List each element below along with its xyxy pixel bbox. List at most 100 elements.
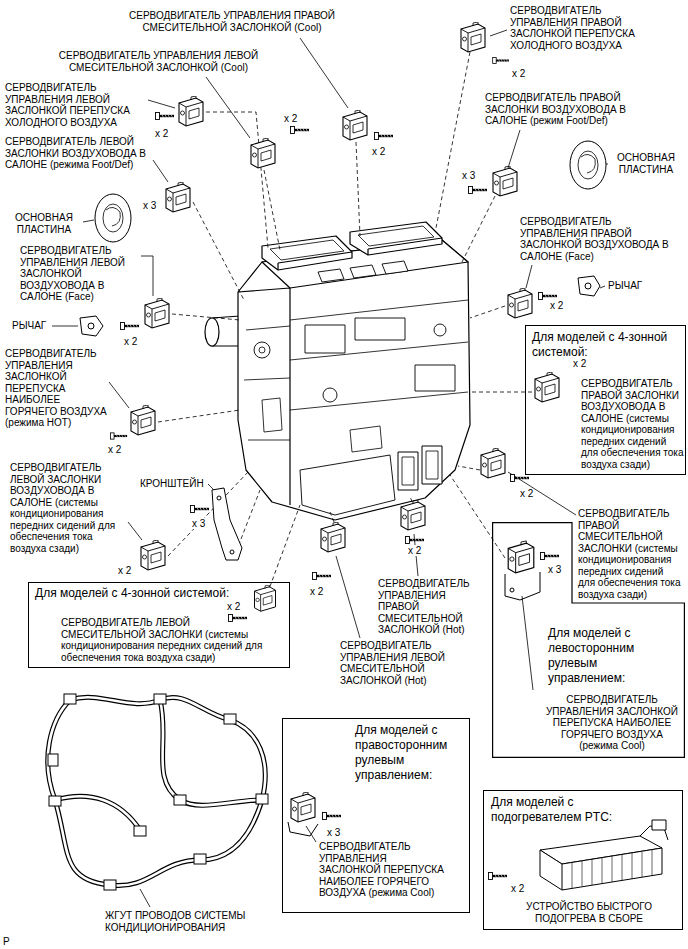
dashed-leaders-part — [410, 496, 412, 502]
screws — [110, 57, 559, 879]
part-name-block: СЕРВОДВИГАТЕЛЬ ЛЕВОЙ ЗАСЛОНКИ ВОЗДУХОВОД… — [5, 136, 150, 171]
brackets-and-plates-part — [80, 316, 103, 336]
servo-motors-part — [251, 138, 275, 168]
leader-lines-part — [153, 160, 168, 182]
quantity-label: x 3 — [548, 564, 561, 575]
servo-motors-part — [481, 448, 505, 478]
screws-part — [291, 127, 310, 134]
brackets-and-plates-part — [88, 323, 94, 329]
hvac-unit-part — [358, 226, 434, 246]
quantity-label: x 2 — [550, 300, 563, 311]
part-name-block: СЕРВОДВИГАТЕЛЬ УПРАВЛЕНИЯ ПРАВОЙ СМЕСИТЕ… — [112, 10, 352, 33]
variant-heading: Для моделей с подогревателем PTC: — [491, 795, 612, 824]
harness-connectors-part — [104, 880, 116, 890]
harness-connectors-part — [154, 694, 166, 704]
harness-connectors-part — [134, 826, 146, 836]
servo-motors-part — [461, 22, 485, 52]
quantity-label-block: x 2 — [408, 545, 432, 557]
servo-motors-part — [493, 166, 517, 196]
hvac-unit-part — [259, 347, 265, 353]
quantity-label: x 3 — [327, 827, 340, 838]
brackets-and-plates-part — [585, 283, 591, 289]
part-name-block: СЕРВОДВИГАТЕЛЬ УПРАВЛЕНИЯ ЗАСЛОНКОЙ ПЕРЕ… — [5, 348, 107, 429]
part-name-block: СЕРВОДВИГАТЕЛЬ УПРАВЛЕНИЯ ПРАВОЙ СМЕСИТЕ… — [378, 578, 478, 636]
part-name-block: СЕРВОДВИГАТЕЛЬ ЛЕВОЙ ЗАСЛОНКИ ВОЗДУХОВОД… — [10, 462, 125, 554]
ptc-heater-part — [562, 864, 563, 890]
brackets-and-plates-part — [230, 550, 234, 554]
screws-part — [323, 813, 342, 820]
variant-box: Для моделей с правосторонним рулевым упр… — [282, 718, 470, 913]
harness-connectors-part — [224, 714, 236, 724]
variant-heading: Для моделей с левосторонним рулевым упра… — [548, 626, 634, 685]
part-name-block: СЕРВОДВИГАТЕЛЬ УПРАВЛЕНИЯ ЗАСЛОНКОЙ ПЕРЕ… — [319, 841, 451, 899]
harness-connectors-part — [64, 694, 76, 704]
servo-motors-part — [131, 405, 155, 435]
hvac-unit-part — [355, 318, 405, 340]
figure-code-block: P — [3, 936, 17, 948]
harness-connectors-part — [174, 795, 186, 805]
hvac-unit-part — [278, 252, 352, 270]
hvac-unit-part — [300, 455, 395, 515]
screws-part — [541, 553, 560, 560]
quantity-label-block: x 2 — [550, 300, 574, 312]
quantity-label: x 2 — [372, 146, 385, 157]
part-name-block: КРОНШТЕЙН — [140, 478, 210, 490]
brackets-and-plates-part — [103, 204, 123, 232]
variant-box: Для моделей с подогревателем PTC:x 2УСТР… — [483, 790, 683, 930]
dashed-leaders-part — [470, 392, 532, 393]
quantity-label: x 2 — [118, 565, 131, 576]
part-name: СЕРВОДВИГАТЕЛЬ УПРАВЛЕНИЯ ПРАВОЙ ЗАСЛОНК… — [520, 216, 669, 262]
part-name-block: СЕРВОДВИГАТЕЛЬ ПРАВОЙ ЗАСЛОНКИ ВОЗДУХОВО… — [581, 378, 684, 470]
quantity-label-block: x 2 — [520, 488, 544, 500]
dashed-leaders-part — [158, 410, 240, 422]
servo-motors-part — [508, 288, 532, 318]
variant-heading-block: Для моделей с 4-зонной системой: — [532, 330, 682, 360]
leader-lines-part — [508, 472, 576, 515]
screws-part — [156, 113, 175, 120]
dashed-leaders-part — [330, 512, 334, 522]
hvac-unit-part — [398, 452, 418, 490]
part-name-block: СЕРВОДВИГАТЕЛЬ УПРАВЛЕНИЯ ЗАСЛОНКОЙ ПЕРЕ… — [542, 694, 682, 752]
dashed-leaders-part — [172, 314, 240, 320]
quantity-label: x 2 — [511, 883, 524, 894]
ptc-heater-part — [652, 820, 666, 830]
variant-heading-block: Для моделей с левосторонним рулевым упра… — [548, 626, 668, 686]
servo-motors-part — [141, 540, 165, 570]
hvac-unit-part — [270, 240, 344, 260]
part-name: КРОНШТЕЙН — [140, 478, 204, 489]
quantity-label: x 2 — [310, 586, 323, 597]
dashed-leaders-part — [356, 142, 360, 236]
hvac-unit-part — [262, 236, 352, 270]
part-name: РЫЧАГ — [608, 280, 642, 291]
hvac-unit-part — [415, 365, 455, 391]
leader-lines-part — [490, 30, 507, 36]
screws-part — [121, 323, 140, 330]
quantity-label-block: x 2 — [118, 565, 142, 577]
variant-heading: Для моделей с правосторонним рулевым упр… — [355, 723, 447, 782]
screws-part — [469, 187, 488, 194]
part-name: СЕРВОДВИГАТЕЛЬ УПРАВЛЕНИЯ ЛЕВОЙ СМЕСИТЕЛ… — [340, 640, 445, 686]
part-name: СЕРВОДВИГАТЕЛЬ УПРАВЛЕНИЯ ЛЕВОЙ ЗАСЛОНКО… — [5, 82, 130, 128]
quantity-label: x 2 — [573, 358, 586, 369]
part-name: СЕРВОДВИГАТЕЛЬ УПРАВЛЕНИЯ ПРАВОЙ СМЕСИТЕ… — [378, 578, 470, 635]
leader-lines-part — [336, 556, 360, 638]
leader-lines-part — [206, 77, 250, 138]
harness-connectors-part — [48, 754, 58, 766]
dashed-leaders-part — [265, 505, 300, 600]
leader-lines-part — [600, 286, 605, 288]
part-name-block: ОСНОВНАЯ ПЛАСТИНА — [8, 212, 80, 235]
quantity-label: x 2 — [108, 444, 121, 455]
figure-code: P — [3, 936, 10, 947]
dashed-leaders-part — [470, 306, 505, 318]
wire-harness — [48, 697, 265, 885]
screws-part — [110, 433, 127, 439]
leader-lines-part — [141, 256, 153, 296]
ptc-heater-part — [572, 850, 652, 888]
screws-part — [406, 537, 425, 544]
leader-lines-part — [300, 38, 348, 108]
part-name: СЕРВОДВИГАТЕЛЬ УПРАВЛЕНИЯ ПРАВОЙ ЗАСЛОНК… — [510, 5, 635, 51]
hvac-unit-part — [402, 457, 414, 485]
servo-motors-part — [166, 182, 190, 212]
part-name-block: ОСНОВНАЯ ПЛАСТИНА — [610, 152, 682, 175]
quantity-label-block: x 3 — [548, 564, 572, 576]
